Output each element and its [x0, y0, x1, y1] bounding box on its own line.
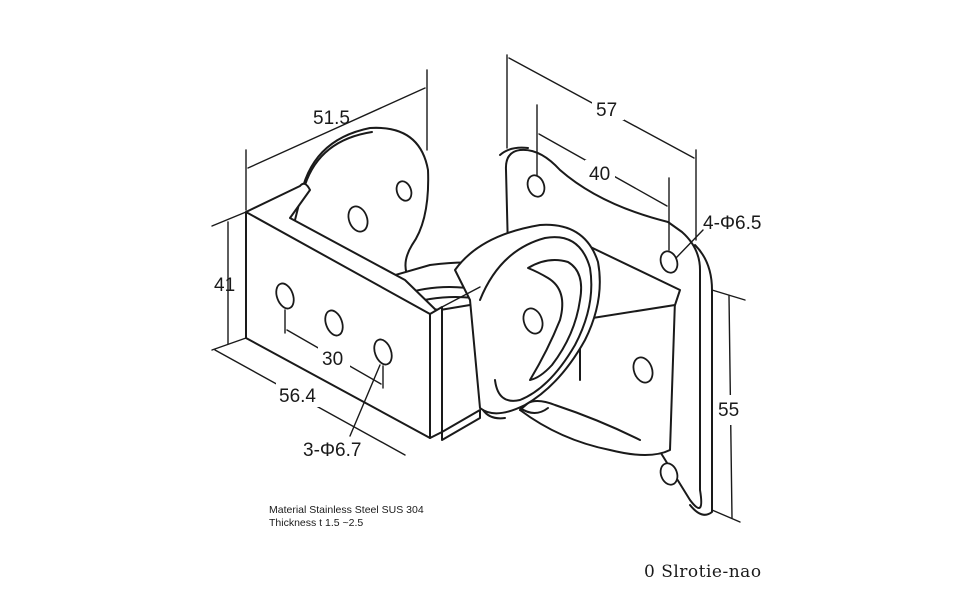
u-bracket — [245, 182, 481, 441]
plate-hole-top-right — [659, 250, 679, 274]
dimension-height-front: 41 — [211, 211, 247, 351]
dim-label-51-5: 51.5 — [313, 108, 350, 129]
front-disc-hole — [522, 307, 544, 335]
brand-watermark: 0 Slrotie-nao — [644, 562, 762, 582]
plate-hole-bottom-right — [659, 462, 679, 486]
material-note: Material Stainless Steel SUS 304 — [269, 504, 424, 516]
dim-label-41: 41 — [214, 275, 235, 296]
dimension-height-plate: 55 — [711, 289, 746, 523]
dim-label-56-4: 56.4 — [279, 386, 316, 407]
dimension-hole-spacing-plate: 40 — [536, 104, 670, 251]
dimension-hole-spacing-front: 30 — [284, 309, 384, 389]
ear-hole-lower — [347, 205, 369, 233]
ear-hole-upper — [395, 180, 413, 202]
plate-hole-top-left — [526, 174, 546, 198]
dimension-length-bottom: 56.4 — [214, 349, 406, 456]
front-hole-3 — [373, 338, 393, 366]
dim-label-3-phi-6-7: 3-Φ6.7 — [303, 440, 361, 461]
dim-label-55: 55 — [718, 400, 739, 421]
dimension-depth-top: 57 — [506, 54, 697, 241]
dim-label-30: 30 — [322, 349, 343, 370]
dim-label-57: 57 — [596, 100, 617, 121]
front-hinge-disc — [454, 223, 601, 420]
dimension-width-top: 51.5 — [245, 69, 428, 211]
gusset-hole — [632, 356, 654, 384]
callout-front-holes: 3-Φ6.7 — [303, 364, 381, 461]
front-hole-1 — [275, 282, 295, 310]
callout-plate-holes: 4-Φ6.5 — [675, 213, 761, 259]
dim-label-40: 40 — [589, 164, 610, 185]
front-hole-2 — [324, 309, 344, 337]
thickness-note: Thickness t 1.5 ~2.5 — [269, 517, 364, 529]
dim-label-4-phi-6-5: 4-Φ6.5 — [703, 213, 761, 234]
